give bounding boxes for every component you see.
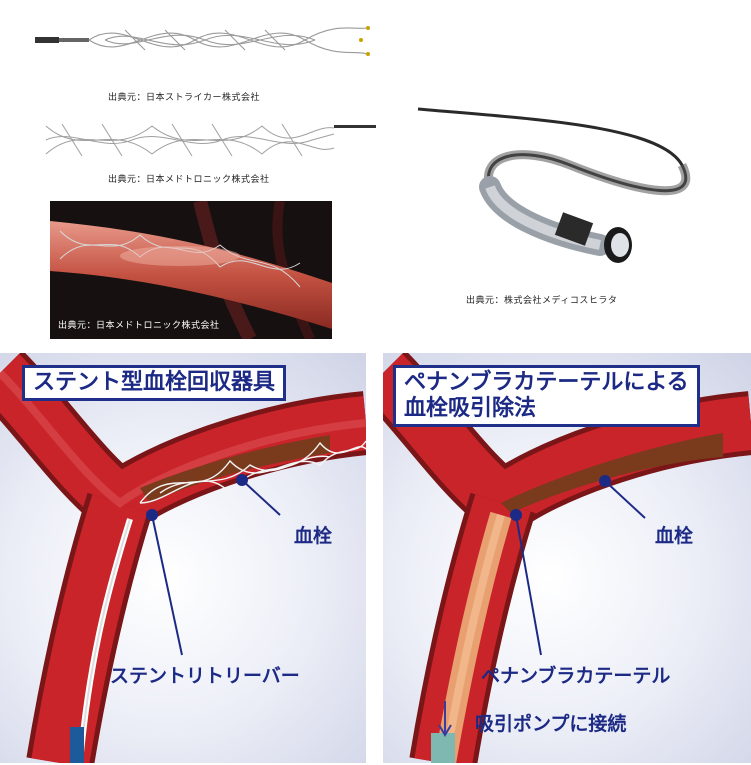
penumbra-panel: ペナンブラカテーテルによる 血栓吸引除法 血栓 ペナンブラカテーテル 吸引ポンプ… (383, 353, 751, 763)
penumbra-title-line1: ペナンブラカテーテルによる (404, 370, 689, 395)
penumbra-title-line2: 血栓吸引除法 (404, 396, 537, 421)
penumbra-catheter-label: ペナンブラカテーテル (481, 665, 671, 687)
penumbra-title: ペナンブラカテーテルによる 血栓吸引除法 (393, 365, 700, 427)
credit-stryker: 出典元：日本ストライカー株式会社 (108, 93, 261, 103)
medtronic-stent-image (45, 123, 376, 157)
clot-label-right: 血栓 (655, 525, 694, 547)
stent-retriever-panel: ステント型血栓回収器具 血栓 ステントリトリーバー (0, 353, 366, 763)
stryker-stent-image (35, 26, 370, 56)
suction-pump-label: 吸引ポンプに接続 (475, 713, 627, 735)
credit-medtronic-2: 出典元：日本メドトロニック株式会社 (58, 321, 220, 331)
penumbra-catheter-image (417, 107, 691, 263)
vessel-stent-photo: 出典元：日本メドトロニック株式会社 (50, 201, 332, 339)
clot-label-left: 血栓 (294, 525, 333, 547)
stent-retriever-title: ステント型血栓回収器具 (22, 365, 287, 401)
credit-medicos: 出典元：株式会社メディコスヒラタ (466, 296, 618, 306)
credit-medtronic-1: 出典元：日本メドトロニック株式会社 (108, 175, 270, 185)
stent-retriever-label: ステントリトリーバー (110, 665, 300, 687)
